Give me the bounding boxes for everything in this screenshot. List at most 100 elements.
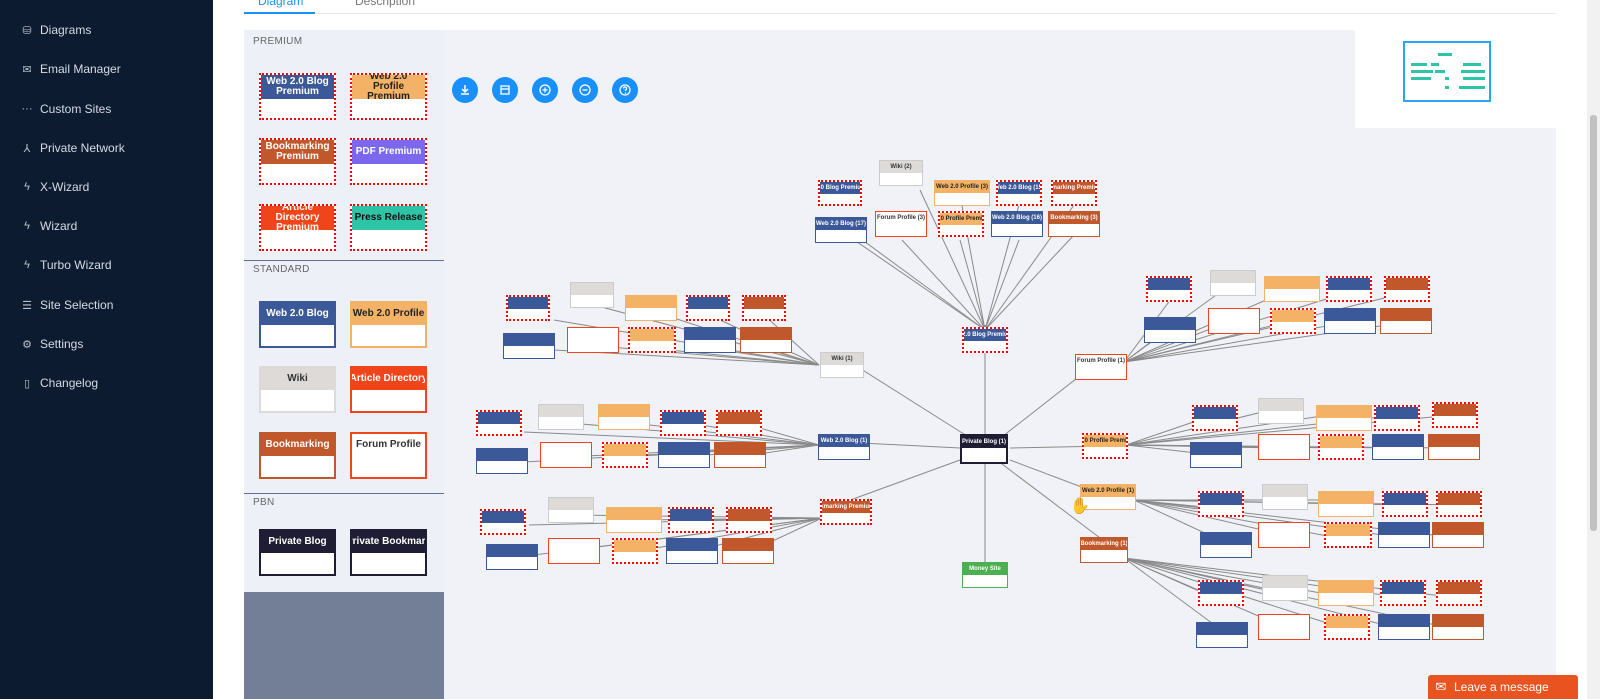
leave-message-button[interactable]: ✉ Leave a message	[1428, 675, 1578, 699]
palette-node[interactable]: Forum Profile	[350, 432, 427, 479]
sidebar-item-settings[interactable]: ⚙Settings	[20, 333, 83, 355]
diagram-node[interactable]	[1432, 522, 1484, 548]
diagram-node[interactable]	[503, 333, 555, 359]
palette-node[interactable]: Web 2.0 Blog Premium	[259, 73, 336, 120]
diagram-node[interactable]	[486, 544, 538, 570]
diagram-node[interactable]	[1318, 580, 1374, 606]
palette-node[interactable]: Press Release	[350, 204, 427, 251]
diagram-node[interactable]	[742, 295, 786, 321]
diagram-canvas[interactable]: Private Blog (1) Money Site Web 2.0 Blog…	[444, 30, 1556, 699]
palette-node[interactable]: Web 2.0 Profile Premium	[350, 73, 427, 120]
diagram-node[interactable]	[1378, 522, 1430, 548]
diagram-node[interactable]	[714, 442, 766, 468]
diagram-node[interactable]	[628, 327, 676, 353]
diagram-node[interactable]	[1372, 434, 1424, 460]
diagram-node[interactable]	[1382, 491, 1428, 517]
diagram-node[interactable]	[722, 538, 774, 564]
diagram-node[interactable]	[1436, 580, 1482, 606]
diagram-node[interactable]: Wiki (1)	[820, 352, 864, 378]
diagram-node[interactable]	[1324, 308, 1376, 334]
diagram-node[interactable]: Web 2.0 Blog (15)	[996, 180, 1042, 206]
diagram-node[interactable]	[1326, 276, 1372, 302]
diagram-node[interactable]: Web 2.0 Profile (3)	[934, 180, 990, 206]
palette-node[interactable]: Web 2.0 Blog	[259, 301, 336, 348]
diagram-node[interactable]	[1436, 491, 1482, 517]
sidebar-item-changelog[interactable]: ▯Changelog	[20, 372, 98, 394]
palette-node[interactable]: Web 2.0 Profile	[350, 301, 427, 348]
palette-node[interactable]: Bookmarking Premium	[259, 138, 336, 185]
diagram-node[interactable]	[1258, 614, 1310, 640]
tab-description[interactable]: Description	[355, 0, 416, 8]
sidebar-item-custom-sites[interactable]: ···Custom Sites	[20, 98, 112, 120]
sidebar-item-private-network[interactable]: ⅄Private Network	[20, 137, 125, 159]
zoom-in-button[interactable]	[532, 77, 558, 103]
tab-diagram[interactable]: Diagram	[258, 0, 304, 8]
diagram-node[interactable]	[684, 327, 736, 353]
diagram-node[interactable]	[567, 327, 619, 353]
diagram-node[interactable]: Bookmarking Premium (3)	[1051, 180, 1097, 206]
diagram-node[interactable]	[1318, 434, 1364, 460]
palette-node[interactable]: Wiki	[259, 366, 336, 413]
diagram-node[interactable]	[625, 295, 677, 321]
diagram-node[interactable]	[668, 507, 714, 533]
fit-view-button[interactable]	[492, 77, 518, 103]
diagram-node[interactable]	[548, 497, 594, 523]
diagram-node[interactable]: Web 2.0 Profile Premium (3)	[938, 211, 984, 237]
diagram-node[interactable]	[1264, 276, 1320, 302]
sidebar-item-site-selection[interactable]: ☰Site Selection	[20, 294, 113, 316]
diagram-node[interactable]	[1432, 402, 1478, 428]
diagram-node[interactable]	[548, 538, 600, 564]
diagram-node[interactable]: Web 2.0 Profile Premium (1)	[1082, 433, 1128, 459]
diagram-minimap[interactable]	[1355, 30, 1556, 128]
diagram-node[interactable]	[1210, 270, 1256, 296]
diagram-node[interactable]	[1432, 614, 1484, 640]
diagram-node[interactable]: Wiki (2)	[879, 160, 923, 186]
diagram-node[interactable]: Web 2.0 Profile (1)	[1080, 484, 1136, 510]
diagram-node[interactable]	[1258, 434, 1310, 460]
help-button[interactable]	[612, 77, 638, 103]
diagram-node[interactable]: Bookmarking Premium (1)	[820, 499, 872, 525]
diagram-node[interactable]	[598, 404, 650, 430]
diagram-node[interactable]	[506, 295, 550, 321]
diagram-node[interactable]	[1262, 484, 1308, 510]
diagram-node[interactable]: Bookmarking (1)	[1080, 537, 1128, 563]
diagram-node[interactable]	[686, 295, 730, 321]
diagram-node[interactable]	[1200, 532, 1252, 558]
diagram-node[interactable]: Web 2.0 Blog (16)	[991, 211, 1043, 237]
diagram-node[interactable]	[658, 442, 710, 468]
diagram-node[interactable]	[716, 410, 762, 436]
diagram-node[interactable]	[1428, 434, 1480, 460]
diagram-node[interactable]	[1384, 276, 1430, 302]
download-button[interactable]	[452, 77, 478, 103]
diagram-node[interactable]	[612, 538, 658, 564]
scrollbar[interactable]	[1587, 0, 1600, 699]
diagram-node[interactable]	[660, 410, 706, 436]
diagram-node[interactable]	[1258, 522, 1310, 548]
sidebar-item-diagrams[interactable]: ⛁Diagrams	[20, 19, 91, 41]
diagram-node[interactable]	[666, 538, 718, 564]
diagram-node[interactable]	[540, 442, 592, 468]
diagram-node[interactable]	[1270, 308, 1316, 334]
diagram-node[interactable]: Web 2.0 Blog (17)	[815, 217, 867, 243]
diagram-node[interactable]	[476, 410, 522, 436]
diagram-node[interactable]: Web 2.0 Blog Premium (1)	[962, 327, 1008, 353]
diagram-node[interactable]	[1144, 317, 1196, 343]
diagram-node[interactable]	[726, 507, 772, 533]
scrollbar-thumb[interactable]	[1590, 115, 1597, 531]
diagram-node[interactable]	[1316, 405, 1372, 431]
diagram-node[interactable]: Web 2.0 Blog (1)	[818, 434, 870, 460]
diagram-node[interactable]	[1192, 405, 1238, 431]
diagram-node[interactable]	[1208, 308, 1260, 334]
diagram-node[interactable]: Web 2.0 Blog Premium (17)	[818, 180, 862, 206]
diagram-node[interactable]	[476, 448, 528, 474]
palette-node[interactable]: Article Directory Premium	[259, 204, 336, 251]
diagram-node[interactable]	[570, 282, 614, 308]
minimap-viewport[interactable]	[1403, 41, 1491, 102]
diagram-node-money-site[interactable]: Money Site	[962, 562, 1008, 588]
diagram-node-private-blog[interactable]: Private Blog (1)	[960, 434, 1008, 464]
palette-node[interactable]: Article Directory	[350, 366, 427, 413]
diagram-node[interactable]	[1378, 614, 1430, 640]
